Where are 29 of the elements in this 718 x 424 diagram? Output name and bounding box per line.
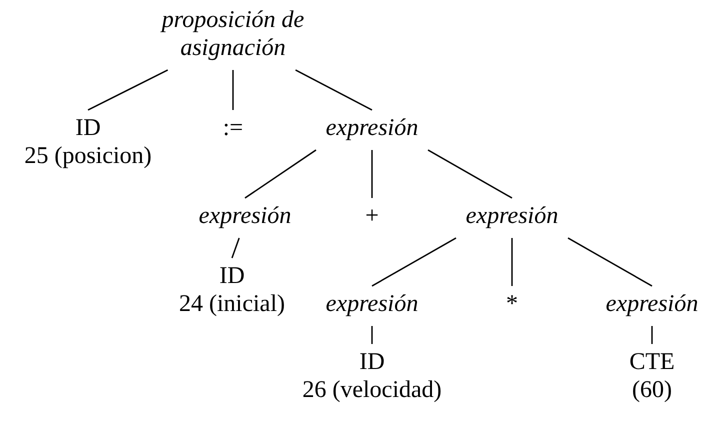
terminal-label: :=: [222, 114, 244, 142]
tree-branch-line: [88, 69, 168, 111]
tree-branch-line: [428, 149, 512, 199]
tree-branch-line: [371, 326, 373, 344]
tree-branch-line: [372, 237, 456, 287]
terminal-label: 25 (posicion): [24, 142, 152, 170]
tree-branch-line: [244, 149, 316, 199]
terminal-label: *: [506, 290, 518, 318]
terminal-label: ID: [359, 348, 385, 376]
tree-branch-line: [231, 238, 240, 258]
nonterminal-label: expresión: [198, 202, 292, 230]
nonterminal-label: expresión: [326, 290, 418, 318]
nonterminal-label: expresión: [606, 290, 698, 318]
tree-branch-line: [371, 150, 373, 198]
tree-branch-line: [651, 326, 653, 344]
terminal-label: CTE: [629, 348, 675, 376]
terminal-label: ID: [75, 114, 101, 142]
tree-branch-line: [511, 238, 513, 286]
nonterminal-label: proposición de asignación: [160, 6, 306, 62]
terminal-label: +: [365, 202, 379, 230]
terminal-label: (60): [632, 376, 672, 404]
tree-branch-line: [232, 70, 234, 110]
terminal-label: 24 (inicial): [179, 290, 285, 318]
terminal-label: ID: [219, 262, 245, 290]
tree-branch-line: [568, 237, 652, 287]
nonterminal-label: expresión: [466, 202, 558, 230]
tree-branch-line: [295, 69, 372, 111]
terminal-label: 26 (velocidad): [302, 376, 442, 404]
nonterminal-label: expresión: [326, 114, 418, 142]
